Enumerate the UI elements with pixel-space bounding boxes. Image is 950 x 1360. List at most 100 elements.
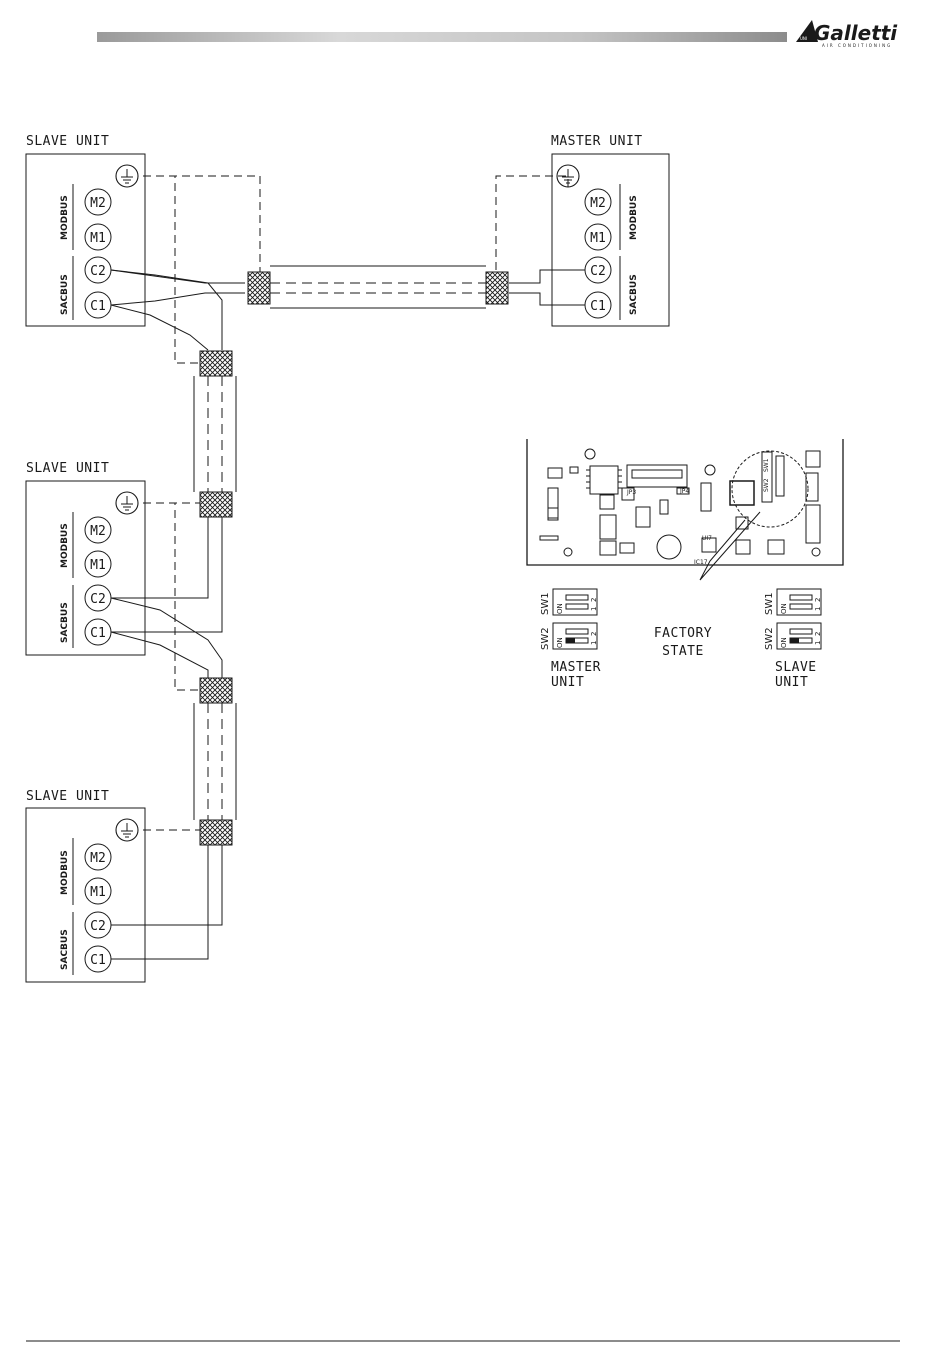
sw1-label: SW1: [764, 592, 775, 615]
pcb-outline: [527, 439, 843, 565]
svg-text:2: 2: [590, 632, 598, 636]
modbus-label: MODBUS: [60, 523, 70, 568]
logo-wordmark: Galletti: [814, 21, 898, 45]
cable-shield-hatch: [200, 492, 232, 517]
factory-state-line-2: STATE: [662, 644, 704, 659]
pcb-sw2-label: SW2: [763, 478, 770, 492]
pcb-board: JP3 JP4 SW1 SW2 UI7 IC17: [527, 439, 843, 580]
sw2-toggle-1-on: [566, 638, 575, 643]
svg-text:M1: M1: [90, 885, 106, 900]
svg-text:M1: M1: [590, 231, 606, 246]
sw2-label: SW2: [540, 627, 551, 650]
cable-shield-hatch: [248, 272, 270, 304]
svg-text:1: 1: [814, 607, 822, 611]
sw2-label: SW2: [764, 627, 775, 650]
svg-text:C1: C1: [90, 953, 106, 968]
cable-top-to-master: [111, 176, 585, 308]
sacbus-label: SACBUS: [60, 602, 70, 643]
svg-text:C1: C1: [590, 299, 606, 314]
cable-middle-to-bottom: [111, 503, 236, 959]
svg-text:ON: ON: [556, 603, 564, 614]
svg-text:C2: C2: [90, 264, 106, 279]
slave-unit-top: MODBUS SACBUS M2 M1 C2 C1: [26, 154, 145, 326]
svg-text:ON: ON: [780, 603, 788, 614]
sw2-toggle-2: [566, 629, 588, 634]
svg-text:ON: ON: [780, 637, 788, 648]
pcb-callout-arrow: [700, 512, 760, 580]
terminal-c1: C1: [85, 292, 111, 318]
slave-unit-bottom: MODBUS SACBUS M2 M1 C2 C1: [26, 808, 145, 982]
ground-terminal-icon: [116, 165, 138, 187]
modbus-label: MODBUS: [629, 195, 639, 240]
cable-top-to-middle: [111, 176, 236, 632]
galletti-logo: UNI Galletti AIR CONDITIONING: [796, 20, 898, 48]
modbus-label: MODBUS: [60, 195, 70, 240]
slave-unit-caption-2: UNIT: [775, 675, 808, 690]
sw2-toggle-2: [790, 629, 812, 634]
svg-text:2: 2: [814, 632, 822, 636]
ground-terminal-icon: [116, 492, 138, 514]
terminal-c1: C1: [585, 292, 611, 318]
master-unit-title: MASTER UNIT: [551, 134, 643, 149]
terminal-m1: M1: [85, 551, 111, 577]
sw1-toggle-1: [790, 604, 812, 609]
pcb-sw1-label: SW1: [763, 458, 770, 472]
logo-badge: UNI: [800, 36, 807, 41]
svg-text:ON: ON: [556, 637, 564, 648]
terminal-c2: C2: [585, 257, 611, 283]
terminal-c1: C1: [85, 619, 111, 645]
terminal-m1: M1: [85, 878, 111, 904]
svg-text:M2: M2: [590, 196, 606, 211]
master-unit-caption-2: UNIT: [551, 675, 584, 690]
master-unit: MODBUS SACBUS M2 M1 C2 C1: [552, 154, 669, 326]
terminal-m2: M2: [85, 517, 111, 543]
terminal-m1: M1: [85, 224, 111, 250]
logo-tagline: AIR CONDITIONING: [822, 43, 892, 48]
header-gradient-bar: [97, 32, 787, 42]
svg-text:1: 1: [590, 607, 598, 611]
sw1-toggle-2: [790, 595, 812, 600]
terminal-c2: C2: [85, 912, 111, 938]
sw1-toggle-1: [566, 604, 588, 609]
modbus-label: MODBUS: [60, 850, 70, 895]
svg-text:C2: C2: [590, 264, 606, 279]
sacbus-label: SACBUS: [60, 274, 70, 315]
terminal-c2: C2: [85, 257, 111, 283]
sacbus-label: SACBUS: [629, 274, 639, 315]
svg-text:C2: C2: [90, 919, 106, 934]
factory-state-line-1: FACTORY: [654, 626, 712, 641]
svg-text:2: 2: [814, 598, 822, 602]
svg-text:M2: M2: [90, 524, 106, 539]
pcb-ui7-label: UI7: [702, 535, 712, 542]
svg-text:C2: C2: [90, 592, 106, 607]
sw1-label: SW1: [540, 592, 551, 615]
cable-shield-hatch: [200, 678, 232, 703]
terminal-c1: C1: [85, 946, 111, 972]
sw2-toggle-1-on: [790, 638, 799, 643]
master-unit-caption-1: MASTER: [551, 660, 601, 675]
ground-terminal-icon: [116, 819, 138, 841]
slave-unit-bottom-title: SLAVE UNIT: [26, 789, 109, 804]
sw1-toggle-2: [566, 595, 588, 600]
svg-text:M1: M1: [90, 558, 106, 573]
svg-text:1: 1: [814, 641, 822, 645]
terminal-m2: M2: [85, 189, 111, 215]
svg-text:C1: C1: [90, 299, 106, 314]
slave-unit-middle-title: SLAVE UNIT: [26, 461, 109, 476]
page-header: UNI Galletti AIR CONDITIONING: [97, 20, 898, 48]
terminal-c2: C2: [85, 585, 111, 611]
pcb-ic17-label: IC17: [694, 559, 708, 566]
sacbus-label: SACBUS: [60, 929, 70, 970]
pcb-jp3-label: JP3: [626, 489, 636, 496]
dip-switch-master: SW1 SW2 ON 1 2 ON 1 2 MASTER UNIT: [540, 589, 601, 690]
terminal-m2: M2: [85, 844, 111, 870]
svg-text:M2: M2: [90, 196, 106, 211]
svg-text:M1: M1: [90, 231, 106, 246]
slave-unit-top-title: SLAVE UNIT: [26, 134, 109, 149]
dip-switch-slave: SW1 SW2 ON 1 2 ON 1 2 SLAVE UNIT: [764, 589, 822, 690]
cable-shield-hatch: [486, 272, 508, 304]
cable-shield-hatch: [200, 820, 232, 845]
svg-text:C1: C1: [90, 626, 106, 641]
terminal-m2: M2: [585, 189, 611, 215]
